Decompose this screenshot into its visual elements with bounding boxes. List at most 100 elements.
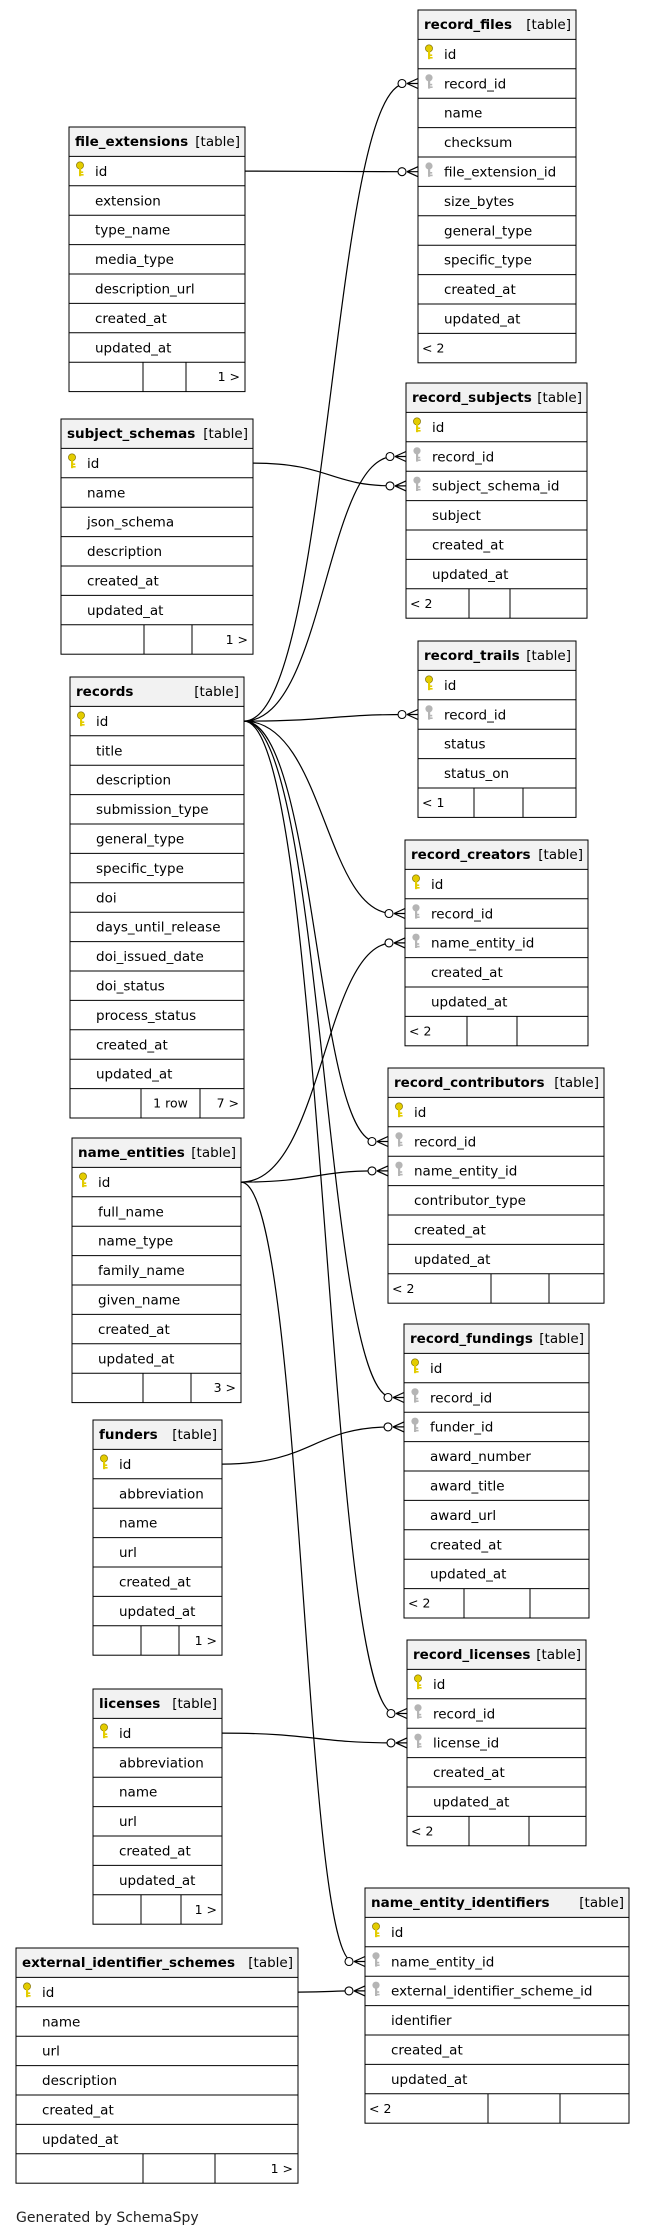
column-funder-id[interactable]: funder_id (430, 1420, 493, 1436)
column-general-type[interactable]: general_type (444, 223, 532, 239)
column-days-until-release[interactable]: days_until_release (96, 920, 221, 936)
column-id[interactable]: id (414, 1105, 426, 1121)
column-type-name[interactable]: type_name (95, 223, 170, 239)
column-size-bytes[interactable]: size_bytes (444, 194, 514, 210)
column-record-id[interactable]: record_id (444, 707, 506, 723)
table-name[interactable]: record_creators (411, 847, 531, 863)
column-name-entity-id[interactable]: name_entity_id (414, 1164, 517, 1180)
column-record-id[interactable]: record_id (432, 449, 494, 465)
table-name[interactable]: record_licenses (413, 1647, 530, 1663)
column-award-url[interactable]: award_url (430, 1508, 496, 1524)
table-record-fundings[interactable]: record_fundings[table]idrecord_idfunder_… (403, 1323, 590, 1619)
column-description[interactable]: description (96, 773, 171, 789)
column-full-name[interactable]: full_name (98, 1204, 164, 1220)
column-id[interactable]: id (444, 47, 456, 63)
column-record-id[interactable]: record_id (414, 1134, 476, 1150)
table-name[interactable]: file_extensions (75, 134, 188, 150)
table-name[interactable]: record_trails (424, 648, 520, 664)
table-funders[interactable]: funders[table]idabbreviationnameurlcreat… (92, 1419, 223, 1656)
column-created-at[interactable]: created_at (432, 538, 504, 554)
column-file-extension-id[interactable]: file_extension_id (444, 165, 556, 181)
table-record-subjects[interactable]: record_subjects[table]idrecord_idsubject… (405, 382, 588, 619)
column-id[interactable]: id (87, 456, 99, 472)
column-external-identifier-scheme-id[interactable]: external_identifier_scheme_id (391, 1984, 592, 2000)
column-record-id[interactable]: record_id (430, 1390, 492, 1406)
table-subject-schemas[interactable]: subject_schemas[table]idnamejson_schemad… (60, 418, 254, 655)
table-external-identifier-schemes[interactable]: external_identifier_schemes[table]idname… (15, 1947, 299, 2184)
table-record-creators[interactable]: record_creators[table]idrecord_idname_en… (404, 839, 589, 1047)
column-updated-at[interactable]: updated_at (414, 1252, 490, 1268)
column-name[interactable]: name (87, 485, 125, 501)
table-licenses[interactable]: licenses[table]idabbreviationnameurlcrea… (92, 1688, 223, 1925)
column-id[interactable]: id (96, 714, 108, 730)
column-extension[interactable]: extension (95, 193, 161, 209)
column-award-title[interactable]: award_title (430, 1479, 505, 1495)
column-created-at[interactable]: created_at (431, 965, 503, 981)
column-id[interactable]: id (119, 1457, 131, 1473)
column-updated-at[interactable]: updated_at (87, 603, 163, 619)
column-created-at[interactable]: created_at (98, 1322, 170, 1338)
column-updated-at[interactable]: updated_at (391, 2072, 467, 2088)
column-updated-at[interactable]: updated_at (433, 1795, 509, 1811)
column-abbreviation[interactable]: abbreviation (119, 1755, 204, 1771)
column-submission-type[interactable]: submission_type (96, 802, 209, 818)
column-id[interactable]: id (98, 1175, 110, 1191)
table-name-entities[interactable]: name_entities[table]idfull_namename_type… (71, 1137, 242, 1404)
column-created-at[interactable]: created_at (119, 1575, 191, 1591)
column-created-at[interactable]: created_at (444, 282, 516, 298)
column-created-at[interactable]: created_at (119, 1844, 191, 1860)
column-checksum[interactable]: checksum (444, 135, 512, 151)
column-updated-at[interactable]: updated_at (98, 1351, 174, 1367)
column-created-at[interactable]: created_at (391, 2043, 463, 2059)
table-record-files[interactable]: record_files[table]idrecord_idnamechecks… (83, 9, 577, 364)
column-id[interactable]: id (95, 164, 107, 180)
column-title[interactable]: title (96, 743, 122, 759)
column-created-at[interactable]: created_at (42, 2103, 114, 2119)
column-description[interactable]: description (87, 544, 162, 560)
column-doi[interactable]: doi (96, 890, 117, 906)
column-record-id[interactable]: record_id (444, 76, 506, 92)
column-general-type[interactable]: general_type (96, 832, 184, 848)
column-status-on[interactable]: status_on (444, 766, 509, 782)
table-record-trails[interactable]: record_trails[table]idrecord_idstatussta… (417, 640, 577, 818)
column-id[interactable]: id (432, 420, 444, 436)
column-name[interactable]: name (119, 1785, 157, 1801)
table-name[interactable]: record_files (424, 17, 512, 33)
column-created-at[interactable]: created_at (87, 574, 159, 590)
column-abbreviation[interactable]: abbreviation (119, 1486, 204, 1502)
column-created-at[interactable]: created_at (95, 311, 167, 327)
table-record-licenses[interactable]: record_licenses[table]idrecord_idlicense… (406, 1639, 587, 1847)
column-id[interactable]: id (430, 1361, 442, 1377)
column-updated-at[interactable]: updated_at (95, 340, 171, 356)
column-name[interactable]: name (119, 1516, 157, 1532)
table-name[interactable]: record_subjects (412, 390, 532, 406)
column-updated-at[interactable]: updated_at (119, 1604, 195, 1620)
column-json-schema[interactable]: json_schema (86, 515, 174, 531)
table-name[interactable]: subject_schemas (67, 426, 195, 442)
column-specific-type[interactable]: specific_type (96, 861, 184, 877)
column-name-entity-id[interactable]: name_entity_id (431, 936, 534, 952)
column-contributor-type[interactable]: contributor_type (414, 1193, 526, 1209)
column-id[interactable]: id (431, 877, 443, 893)
column-updated-at[interactable]: updated_at (432, 567, 508, 583)
column-id[interactable]: id (119, 1726, 131, 1742)
table-name[interactable]: funders (99, 1427, 158, 1443)
column-updated-at[interactable]: updated_at (444, 312, 520, 328)
column-subject-schema-id[interactable]: subject_schema_id (432, 479, 560, 495)
column-name[interactable]: name (444, 106, 482, 122)
column-record-id[interactable]: record_id (433, 1706, 495, 1722)
table-records[interactable]: records[table]idtitledescriptionsubmissi… (69, 676, 245, 1119)
column-updated-at[interactable]: updated_at (96, 1067, 172, 1083)
table-file-extensions[interactable]: file_extensions[table]idextensiontype_na… (68, 126, 246, 393)
column-subject[interactable]: subject (432, 508, 481, 524)
column-process-status[interactable]: process_status (96, 1008, 196, 1024)
column-created-at[interactable]: created_at (96, 1037, 168, 1053)
column-doi-issued-date[interactable]: doi_issued_date (96, 949, 204, 965)
column-name-entity-id[interactable]: name_entity_id (391, 1954, 494, 1970)
column-media-type[interactable]: media_type (95, 252, 174, 268)
column-record-id[interactable]: record_id (431, 906, 493, 922)
column-created-at[interactable]: created_at (433, 1765, 505, 1781)
table-name[interactable]: licenses (99, 1696, 160, 1712)
column-url[interactable]: url (119, 1545, 137, 1561)
column-updated-at[interactable]: updated_at (42, 2132, 118, 2148)
